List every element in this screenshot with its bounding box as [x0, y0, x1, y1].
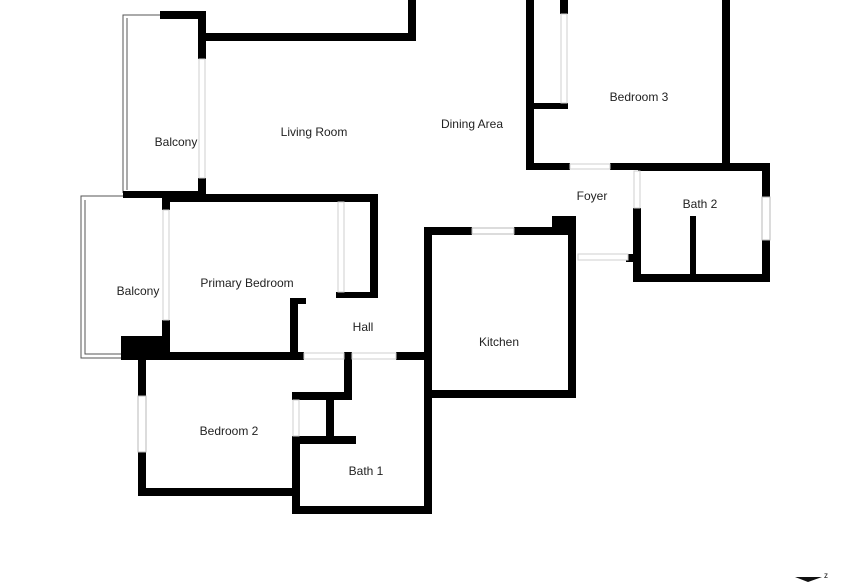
room-label-bedroom-3: Bedroom 3	[610, 90, 669, 104]
room-label-bath-2: Bath 2	[683, 197, 718, 211]
room-label-kitchen: Kitchen	[479, 335, 519, 349]
window-kitchen	[471, 227, 515, 235]
bedroom-3-closet-door	[560, 13, 568, 104]
svg-text:z: z	[824, 571, 828, 580]
foyer-entry-door	[577, 253, 629, 261]
bedroom-3-door	[569, 163, 611, 170]
room-label-dining-area: Dining Area	[441, 117, 503, 131]
upper-balcony-rail	[122, 14, 160, 193]
window-bedroom-2	[137, 395, 147, 453]
hall-bath-1-door	[351, 352, 397, 360]
walls	[121, 0, 770, 514]
room-label-bedroom-2: Bedroom 2	[200, 424, 259, 438]
windows	[137, 13, 771, 453]
lower-balcony-rail	[80, 195, 125, 359]
primary-closet-door	[337, 201, 345, 293]
room-label-balcony-upper: Balcony	[155, 135, 198, 149]
hall-bedroom-2-door	[303, 352, 345, 360]
bath-2-door	[633, 170, 641, 209]
room-label-foyer: Foyer	[577, 189, 608, 203]
room-label-living-room: Living Room	[281, 125, 348, 139]
north-arrow-icon: z	[795, 571, 828, 582]
window-bath-2	[761, 196, 771, 241]
room-label-primary-bedroom: Primary Bedroom	[200, 276, 293, 290]
balcony-railings	[80, 14, 160, 359]
living-room-balcony-door	[198, 58, 206, 179]
room-labels: Balcony Living Room Dining Area Bedroom …	[117, 90, 718, 478]
room-label-balcony-lower: Balcony	[117, 284, 160, 298]
room-label-bath-1: Bath 1	[349, 464, 384, 478]
bedroom-2-closet-door	[292, 399, 300, 437]
primary-bedroom-balcony-door	[162, 209, 170, 321]
room-label-hall: Hall	[353, 320, 374, 334]
